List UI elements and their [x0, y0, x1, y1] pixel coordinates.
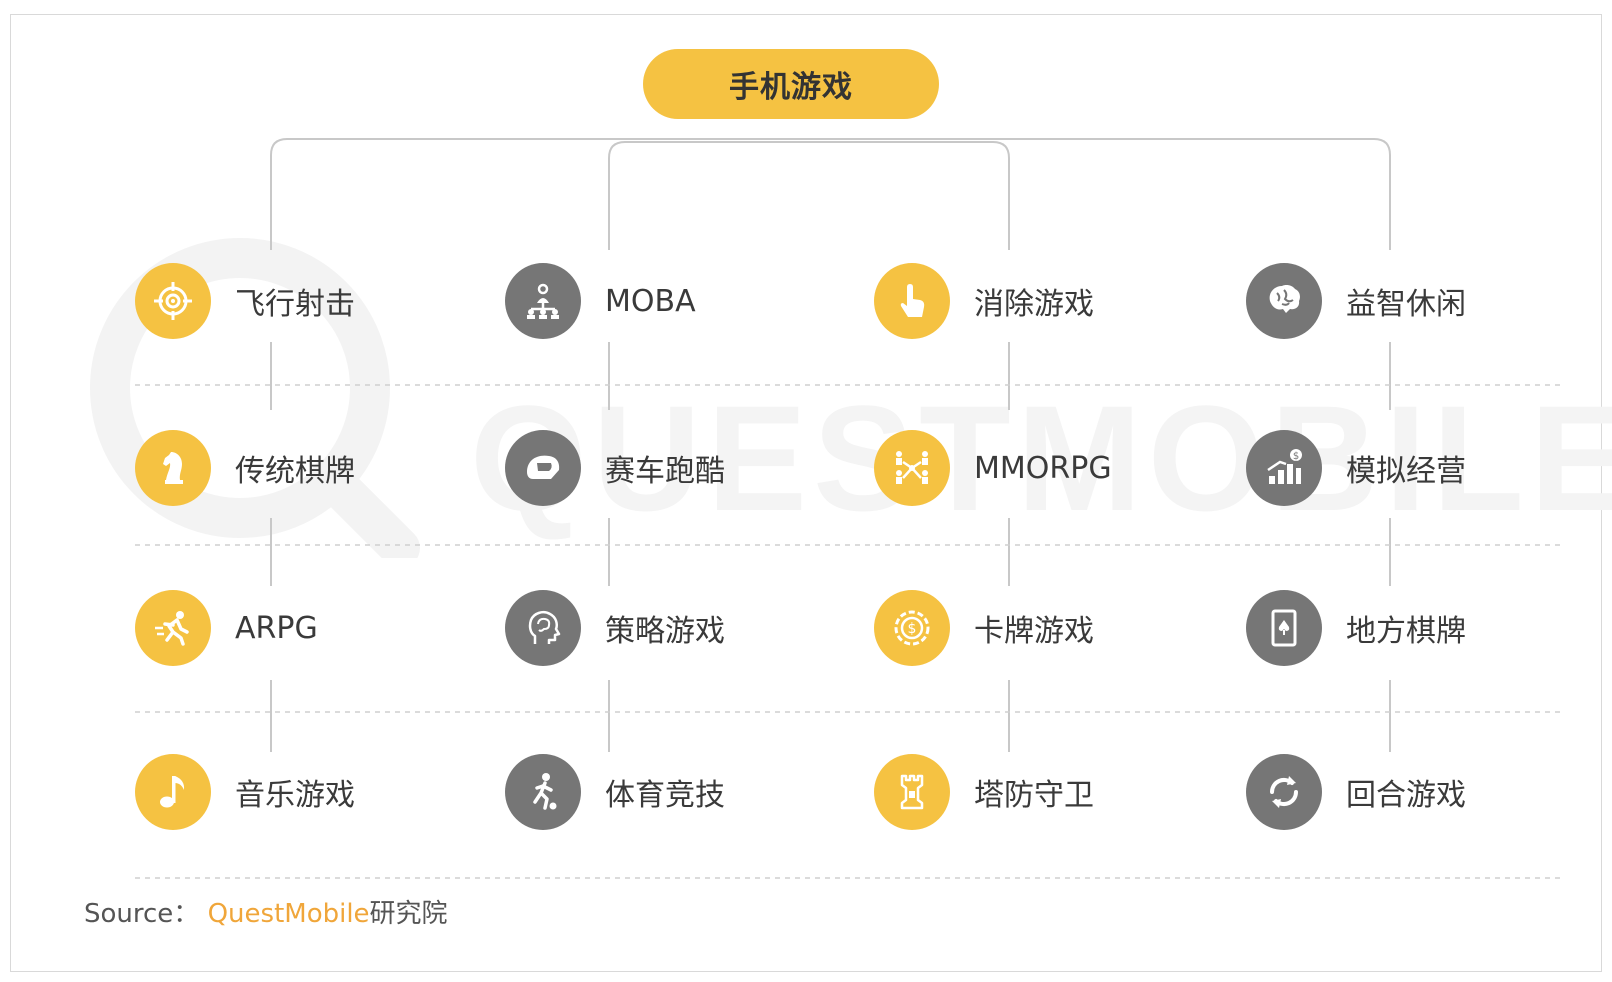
- watermark-logo-icon: [90, 238, 420, 558]
- category-music-games: 音乐游戏: [135, 752, 355, 832]
- category-card-games: $ 卡牌游戏: [874, 588, 1094, 668]
- source-suffix: 研究院: [369, 899, 448, 929]
- bar-growth-icon: $: [1246, 430, 1322, 506]
- category-label: 卡牌游戏: [974, 614, 1094, 649]
- running-figure-icon: [135, 590, 211, 666]
- playing-card-icon: [1246, 590, 1322, 666]
- category-label: 益智休闲: [1346, 287, 1466, 322]
- category-label: 传统棋牌: [235, 454, 355, 489]
- category-label: 体育竞技: [605, 778, 725, 813]
- root-node-mobile-games: 手机游戏: [643, 49, 939, 119]
- head-brain-icon: [505, 590, 581, 666]
- category-label: MOBA: [605, 283, 696, 319]
- source-brand: QuestMobile: [207, 899, 370, 929]
- category-label: 消除游戏: [974, 287, 1094, 322]
- category-label: 策略游戏: [605, 614, 725, 649]
- category-traditional-board: 传统棋牌: [135, 428, 355, 508]
- crosshair-icon: [135, 263, 211, 339]
- category-moba: MOBA: [505, 261, 696, 341]
- category-label: 地方棋牌: [1346, 614, 1466, 649]
- category-label: MMORPG: [974, 450, 1112, 486]
- source-prefix: Source：: [84, 899, 200, 929]
- svg-text:$: $: [1293, 451, 1299, 462]
- category-match-games: 消除游戏: [874, 261, 1094, 341]
- category-mmorpg: MMORPG: [874, 428, 1112, 508]
- team-network-icon: [505, 263, 581, 339]
- source-note: Source： QuestMobile研究院: [84, 893, 448, 930]
- category-label: 飞行射击: [235, 287, 355, 322]
- watermark-text: QUESTMOBILE: [470, 374, 1612, 542]
- chess-knight-icon: [135, 430, 211, 506]
- brain-icon: [1246, 263, 1322, 339]
- racing-helmet-icon: [505, 430, 581, 506]
- cycle-arrows-icon: [1246, 754, 1322, 830]
- category-local-board: 地方棋牌: [1246, 588, 1466, 668]
- multiplayer-icon: [874, 430, 950, 506]
- pointing-hand-icon: [874, 263, 950, 339]
- category-strategy: 策略游戏: [505, 588, 725, 668]
- category-sports: 体育竞技: [505, 752, 725, 832]
- category-turn-based: 回合游戏: [1246, 752, 1466, 832]
- category-casual-puzzle: 益智休闲: [1246, 261, 1466, 341]
- category-flight-shooting: 飞行射击: [135, 261, 355, 341]
- music-note-icon: [135, 754, 211, 830]
- category-label: 音乐游戏: [235, 778, 355, 813]
- coin-icon: $: [874, 590, 950, 666]
- svg-text:$: $: [908, 621, 917, 637]
- category-label: 回合游戏: [1346, 778, 1466, 813]
- category-tower-defense: 塔防守卫: [874, 752, 1094, 832]
- kicking-player-icon: [505, 754, 581, 830]
- tower-icon: [874, 754, 950, 830]
- category-arpg: ARPG: [135, 588, 318, 668]
- category-label: 塔防守卫: [974, 778, 1094, 813]
- category-racing-parkour: 赛车跑酷: [505, 428, 725, 508]
- category-label: ARPG: [235, 610, 318, 646]
- category-label: 模拟经营: [1346, 454, 1466, 489]
- category-label: 赛车跑酷: [605, 454, 725, 489]
- category-simulation: $ 模拟经营: [1246, 428, 1466, 508]
